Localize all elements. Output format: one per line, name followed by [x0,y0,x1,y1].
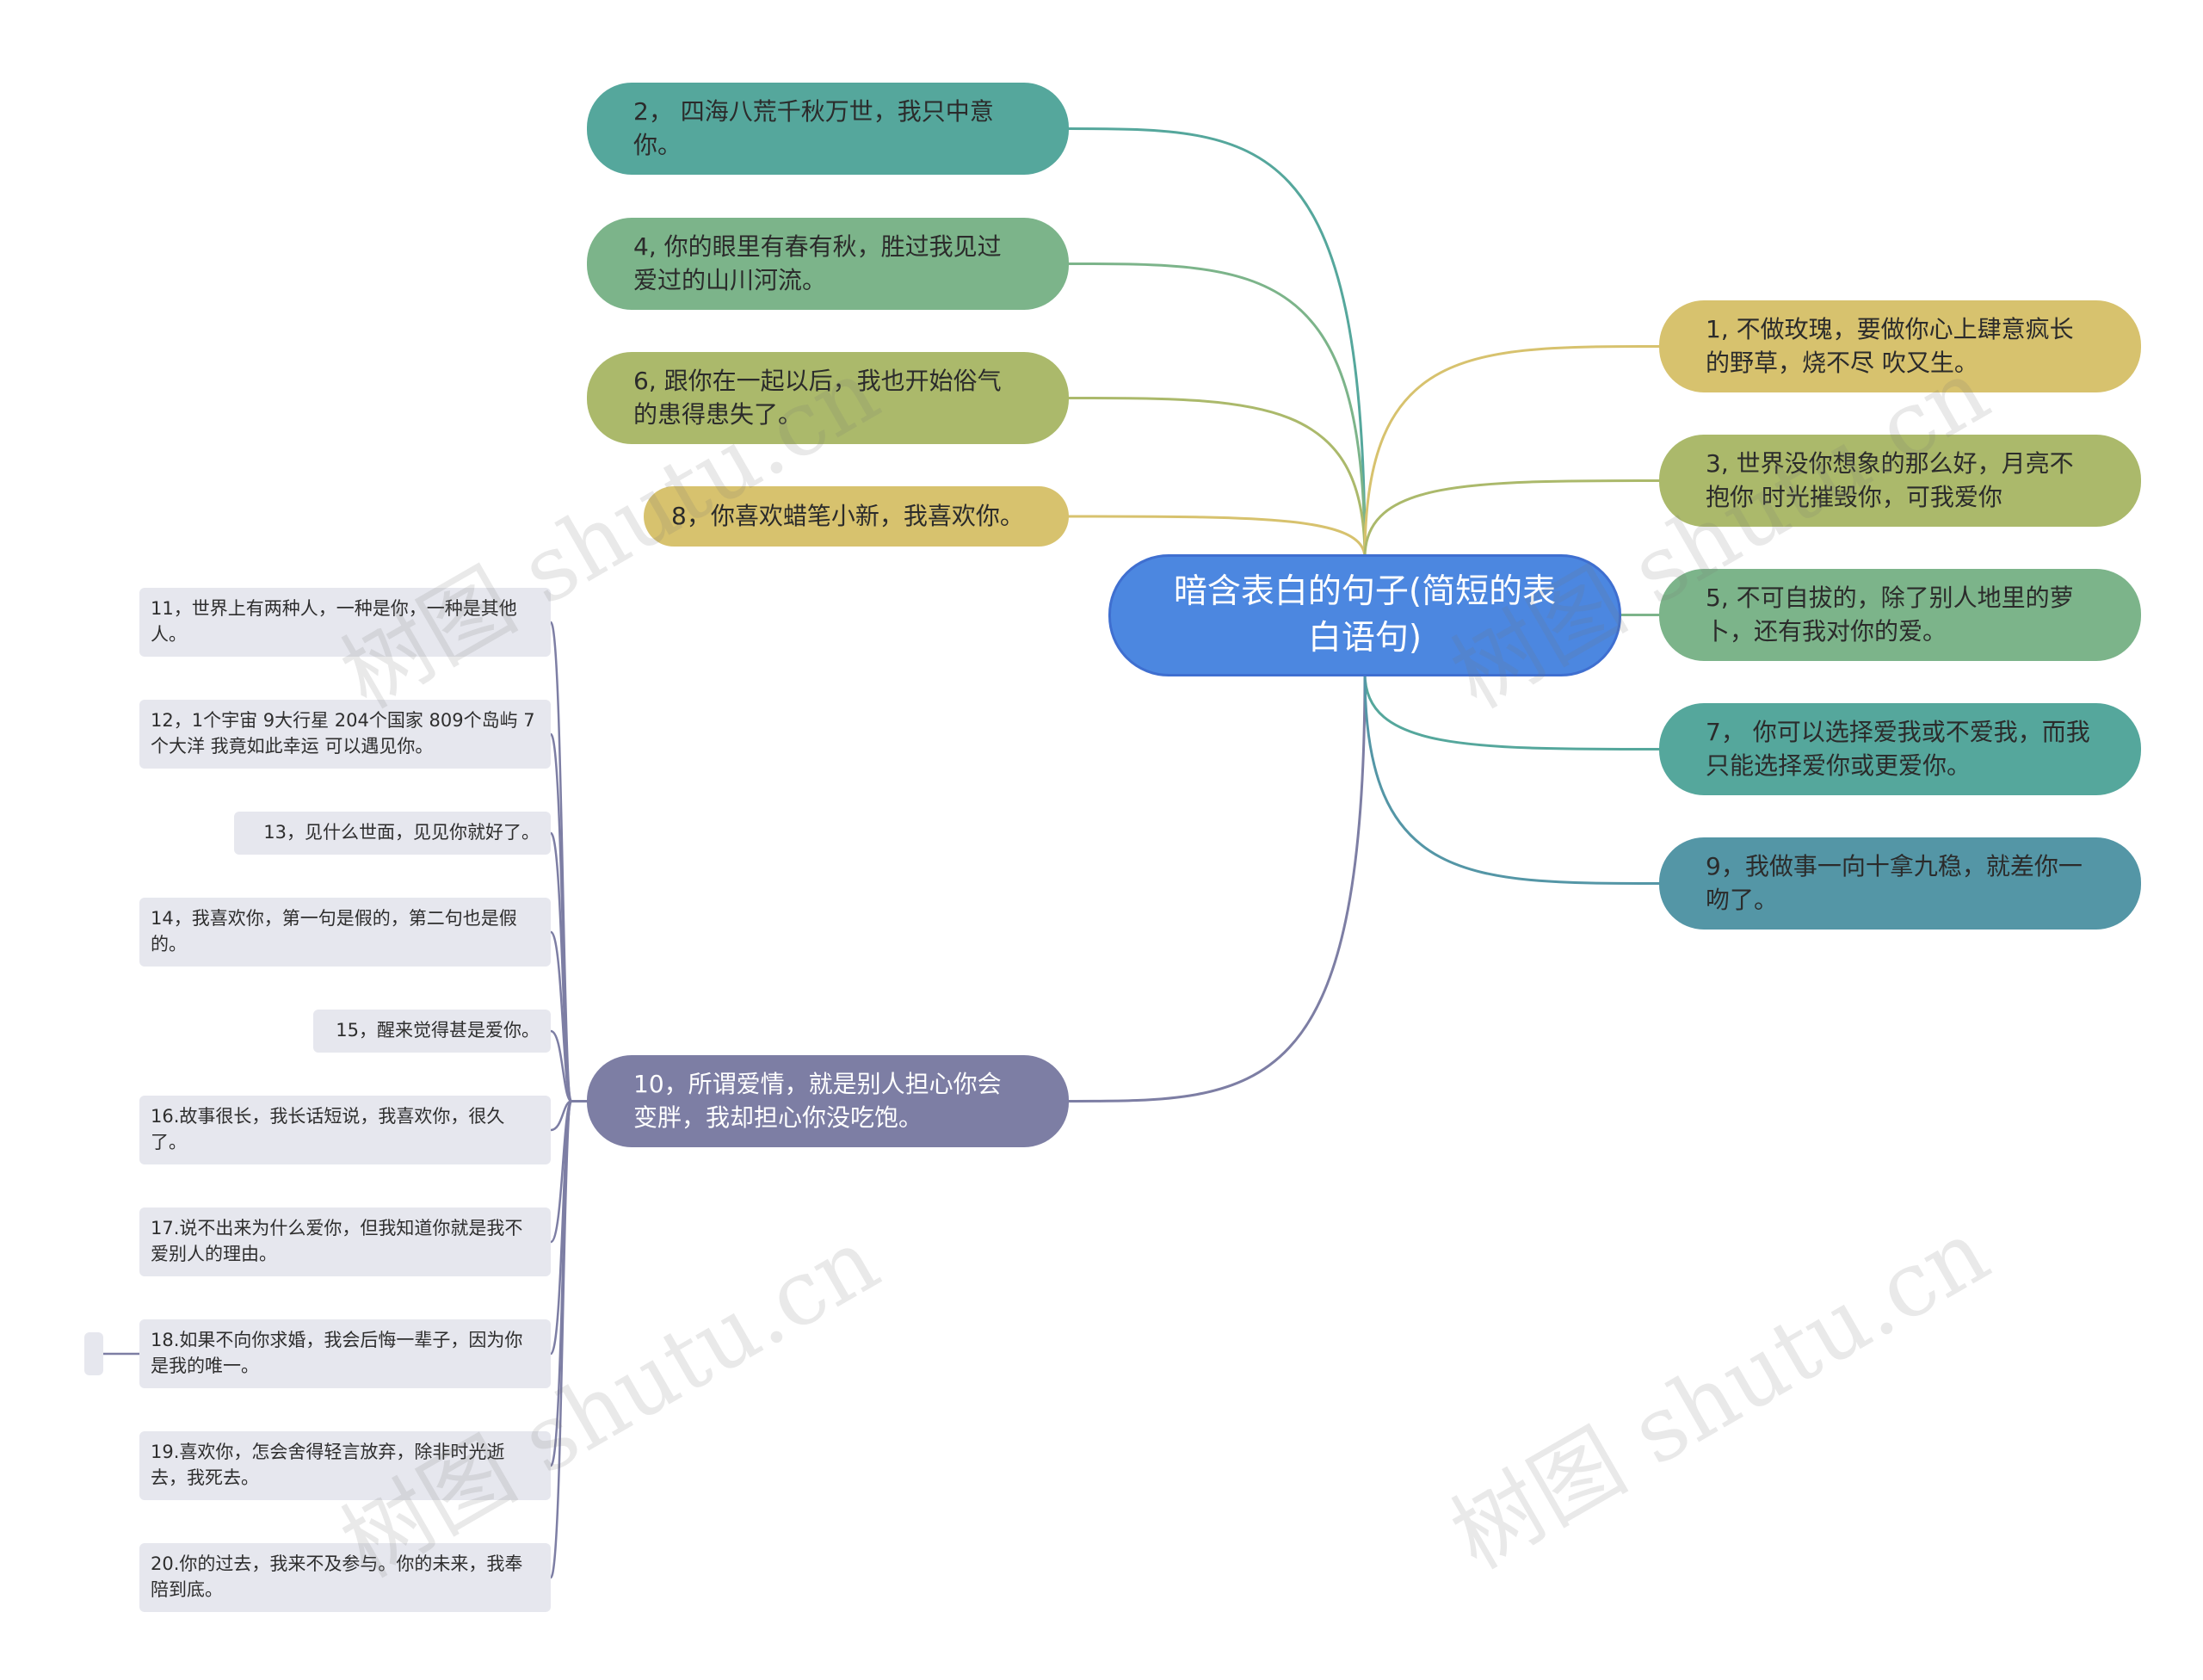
sub-topic-label: 12，1个宇宙 9大行星 204个国家 809个岛屿 7个大洋 我竟如此幸运 可… [151,710,535,757]
branch-topic-label: 1, 不做玫瑰，要做你心上肆意疯长的野草，烧不尽 吹又生。 [1706,314,2074,377]
sub-connector-2 [549,831,589,1102]
branch-topic-4[interactable]: 4, 你的眼里有春有秋，胜过我见过爱过的山川河流。 [587,218,1069,310]
sub-topic-label: 15，醒来觉得甚是爱你。 [336,1020,540,1041]
sub-connector-9 [549,1100,589,1579]
branch-topic-label: 7， 你可以选择爱我或不爱我，而我只能选择爱你或更爱你。 [1706,717,2090,780]
branch-topic-label: 8，你喜欢蜡笔小新，我喜欢你。 [671,501,1024,530]
connector-b2 [1067,127,1367,559]
sub-connector-1 [549,732,589,1102]
connector-b4 [1067,262,1367,559]
branch-topic-1[interactable]: 1, 不做玫瑰，要做你心上肆意疯长的野草，烧不尽 吹又生。 [1659,300,2141,392]
branch-topic-label: 2， 四海八荒千秋万世，我只中意你。 [633,96,994,159]
sub-topic-label: 13，见什么世面，见见你就好了。 [263,822,540,843]
sub-topic-label: 17.说不出来为什么爱你，但我知道你就是我不爱别人的理由。 [151,1218,523,1264]
collapsed-child-handle[interactable] [84,1332,103,1375]
branch-topic-5[interactable]: 5, 不可自拔的，除了别人地里的萝卜，还有我对你的爱。 [1659,569,2141,661]
sub-topic-label: 16.故事很长，我长话短说，我喜欢你，很久了。 [151,1106,505,1152]
sub-topic-label: 14，我喜欢你，第一句是假的，第二句也是假的。 [151,908,517,954]
sub-connector-8 [549,1100,589,1467]
sub-topic-17[interactable]: 17.说不出来为什么爱你，但我知道你就是我不爱别人的理由。 [139,1208,551,1276]
branch-topic-label: 10，所谓爱情，就是别人担心你会变胖，我却担心你没吃饱。 [633,1069,1002,1132]
connector-b7 [1363,671,1661,750]
branch-topic-label: 3, 世界没你想象的那么好，月亮不抱你 时光摧毁你，可我爱你 [1706,448,2074,511]
sub-topic-13[interactable]: 13，见什么世面，见见你就好了。 [234,812,551,855]
connector-b9 [1363,671,1661,885]
sub-topic-label: 18.如果不向你求婚，我会后悔一辈子，因为你是我的唯一。 [151,1330,523,1376]
branch-topic-3[interactable]: 3, 世界没你想象的那么好，月亮不抱你 时光摧毁你，可我爱你 [1659,435,2141,527]
branch-topic-2[interactable]: 2， 四海八荒千秋万世，我只中意你。 [587,83,1069,175]
sub-topic-16[interactable]: 16.故事很长，我长话短说，我喜欢你，很久了。 [139,1096,551,1164]
connector-b8 [1067,515,1367,559]
branch-topic-6[interactable]: 6, 跟你在一起以后，我也开始俗气的患得患失了。 [587,352,1069,444]
connector-b3 [1363,479,1661,559]
branch-topic-9[interactable]: 9，我做事一向十拿九稳，就差你一吻了。 [1659,837,2141,930]
sub-topic-15[interactable]: 15，醒来觉得甚是爱你。 [313,1010,551,1053]
sub-topic-label: 20.你的过去，我来不及参与。你的未来，我奉陪到底。 [151,1553,523,1600]
sub-topic-label: 11，世界上有两种人，一种是你，一种是其他人。 [151,598,517,645]
sub-topic-14[interactable]: 14，我喜欢你，第一句是假的，第二句也是假的。 [139,898,551,967]
branch-topic-label: 5, 不可自拔的，除了别人地里的萝卜，还有我对你的爱。 [1706,583,2074,645]
branch-topic-label: 9，我做事一向十拿九稳，就差你一吻了。 [1706,851,2083,914]
root-topic[interactable]: 暗含表白的句子(简短的表白语句) [1108,554,1621,676]
connector-b1 [1363,345,1661,559]
sub-topic-label: 19.喜欢你，怎会舍得轻言放弃，除非时光逝去，我死去。 [151,1442,505,1488]
connector-b10 [1067,671,1367,1102]
root-topic-label: 暗含表白的句子(简短的表白语句) [1173,572,1557,658]
sub-topic-19[interactable]: 19.喜欢你，怎会舍得轻言放弃，除非时光逝去，我死去。 [139,1431,551,1500]
branch-topic-label: 4, 你的眼里有春有秋，胜过我见过爱过的山川河流。 [633,232,1002,294]
branch-topic-8[interactable]: 8，你喜欢蜡笔小新，我喜欢你。 [644,486,1069,547]
sub-topic-20[interactable]: 20.你的过去，我来不及参与。你的未来，我奉陪到底。 [139,1543,551,1612]
branch-topic-10[interactable]: 10，所谓爱情，就是别人担心你会变胖，我却担心你没吃饱。 [587,1055,1069,1147]
branch-topic-label: 6, 跟你在一起以后，我也开始俗气的患得患失了。 [633,366,1002,429]
connector-b6 [1067,397,1367,559]
sub-topic-18[interactable]: 18.如果不向你求婚，我会后悔一辈子，因为你是我的唯一。 [139,1319,551,1388]
branch-topic-7[interactable]: 7， 你可以选择爱我或不爱我，而我只能选择爱你或更爱你。 [1659,703,2141,795]
sub-topic-12[interactable]: 12，1个宇宙 9大行星 204个国家 809个岛屿 7个大洋 我竟如此幸运 可… [139,700,551,769]
sub-topic-11[interactable]: 11，世界上有两种人，一种是你，一种是其他人。 [139,588,551,657]
